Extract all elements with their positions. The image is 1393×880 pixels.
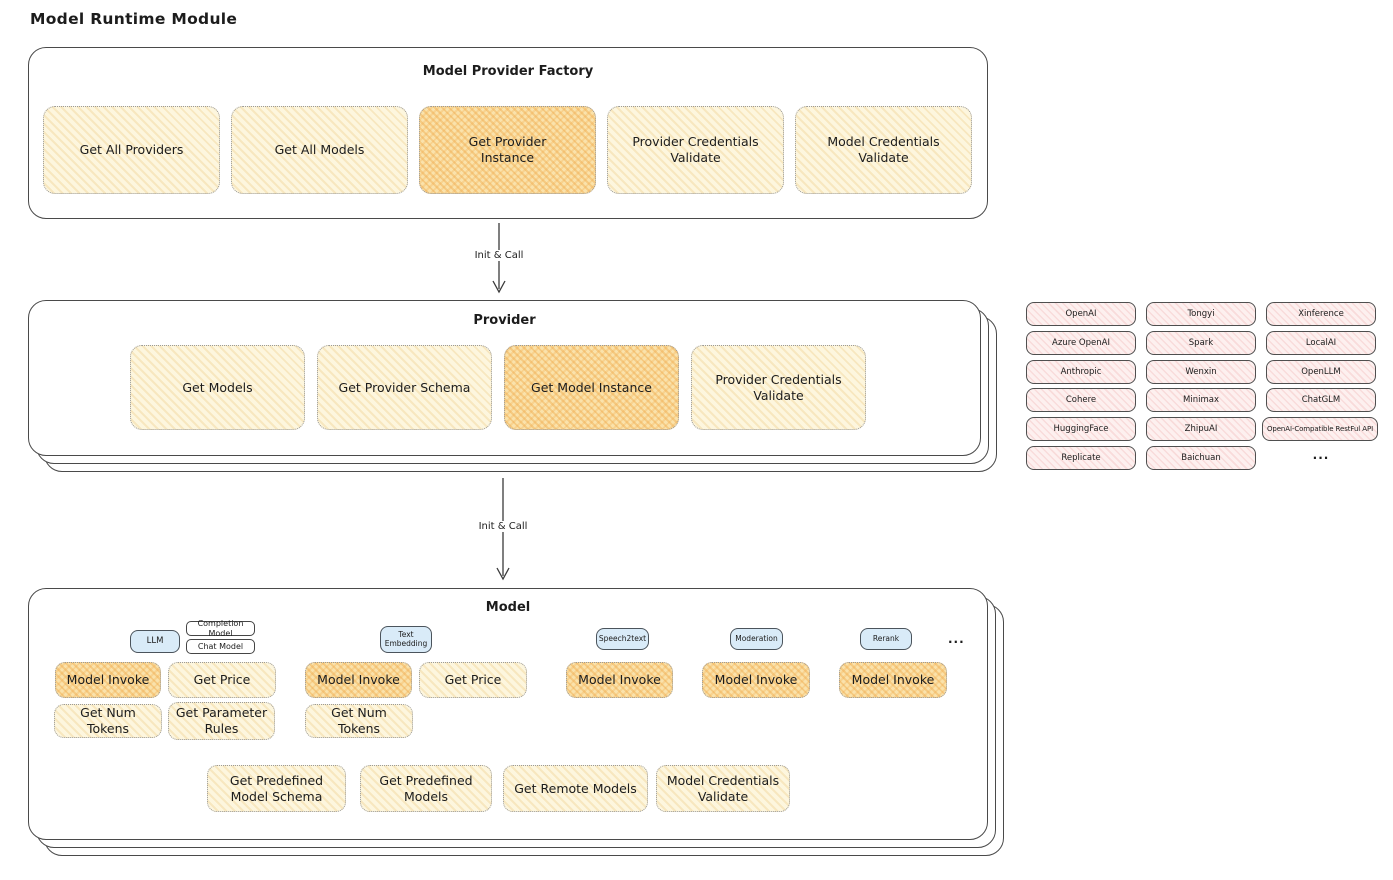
node-get-all-models: Get All Models (231, 106, 408, 194)
tag-text-embedding: Text Embedding (380, 626, 432, 653)
tag-rerank: Rerank (860, 628, 912, 650)
provider-pill-cohere: Cohere (1026, 388, 1136, 412)
node-model-invoke-rerank: Model Invoke (839, 662, 947, 698)
provider-pill-chatglm: ChatGLM (1266, 388, 1376, 412)
provider-box: Provider Get Models Get Provider Schema … (28, 300, 997, 472)
node-get-models: Get Models (130, 345, 305, 430)
node-get-num-tokens-llm: Get Num Tokens (54, 704, 162, 738)
node-get-model-instance: Get Model Instance (504, 345, 679, 430)
node-provider-credentials-validate-provider: Provider Credentials Validate (691, 345, 866, 430)
node-model-invoke-text-embedding: Model Invoke (305, 662, 412, 698)
node-model-invoke-llm: Model Invoke (55, 662, 161, 698)
provider-pill-openai: OpenAI (1026, 302, 1136, 326)
provider-title: Provider (473, 313, 536, 328)
init-call-label-1: Init & Call (470, 250, 528, 261)
provider-pill-replicate: Replicate (1026, 446, 1136, 470)
model-title: Model (485, 600, 531, 615)
node-model-invoke-moderation: Model Invoke (702, 662, 810, 698)
provider-pill-xinference: Xinference (1266, 302, 1376, 326)
node-get-price-llm: Get Price (168, 662, 276, 698)
provider-pill-azure-openai: Azure OpenAI (1026, 331, 1136, 355)
provider-pill-huggingface: HuggingFace (1026, 417, 1136, 441)
node-get-all-providers: Get All Providers (43, 106, 220, 194)
init-call-label-2: Init & Call (474, 521, 532, 532)
tag-moderation: Moderation (730, 628, 783, 650)
node-model-credentials-validate-model: Model Credentials Validate (656, 765, 790, 812)
tag-chat-model: Chat Model (186, 639, 255, 654)
provider-pill-openai-compatible-restful-api: OpenAI-Compatible RestFul API (1262, 417, 1378, 441)
node-get-provider-instance: Get Provider Instance (419, 106, 596, 194)
node-provider-credentials-validate-factory: Provider Credentials Validate (607, 106, 784, 194)
node-model-credentials-validate-factory: Model Credentials Validate (795, 106, 972, 194)
provider-pill-tongyi: Tongyi (1146, 302, 1256, 326)
node-get-price-text-embedding: Get Price (419, 662, 527, 698)
node-get-num-tokens-text-embedding: Get Num Tokens (305, 704, 413, 738)
tag-llm: LLM (130, 630, 180, 653)
node-get-provider-schema: Get Provider Schema (317, 345, 492, 430)
tag-completion-model: Completion Model (186, 619, 255, 638)
factory-title: Model Provider Factory (422, 64, 594, 79)
providers-ellipsis: ... (1312, 448, 1330, 462)
page-title: Model Runtime Module (30, 10, 238, 28)
provider-pill-wenxin: Wenxin (1146, 360, 1256, 384)
provider-pill-baichuan: Baichuan (1146, 446, 1256, 470)
node-get-predefined-models: Get Predefined Models (360, 765, 492, 812)
provider-pill-anthropic: Anthropic (1026, 360, 1136, 384)
node-model-invoke-speech2text: Model Invoke (566, 662, 673, 698)
model-types-ellipsis: ... (948, 632, 965, 646)
provider-pill-minimax: Minimax (1146, 388, 1256, 412)
node-get-remote-models: Get Remote Models (503, 765, 648, 812)
provider-pill-zhipuai: ZhipuAI (1146, 417, 1256, 441)
tag-speech2text: Speech2text (596, 628, 649, 650)
provider-pill-localai: LocalAI (1266, 331, 1376, 355)
provider-pill-openllm: OpenLLM (1266, 360, 1376, 384)
model-box: Model LLM Completion Model Chat Model Te… (28, 588, 1004, 856)
node-get-parameter-rules: Get Parameter Rules (168, 702, 275, 740)
node-get-predefined-model-schema: Get Predefined Model Schema (207, 765, 346, 812)
provider-pill-spark: Spark (1146, 331, 1256, 355)
factory-box: Model Provider Factory Get All Providers… (28, 47, 988, 219)
